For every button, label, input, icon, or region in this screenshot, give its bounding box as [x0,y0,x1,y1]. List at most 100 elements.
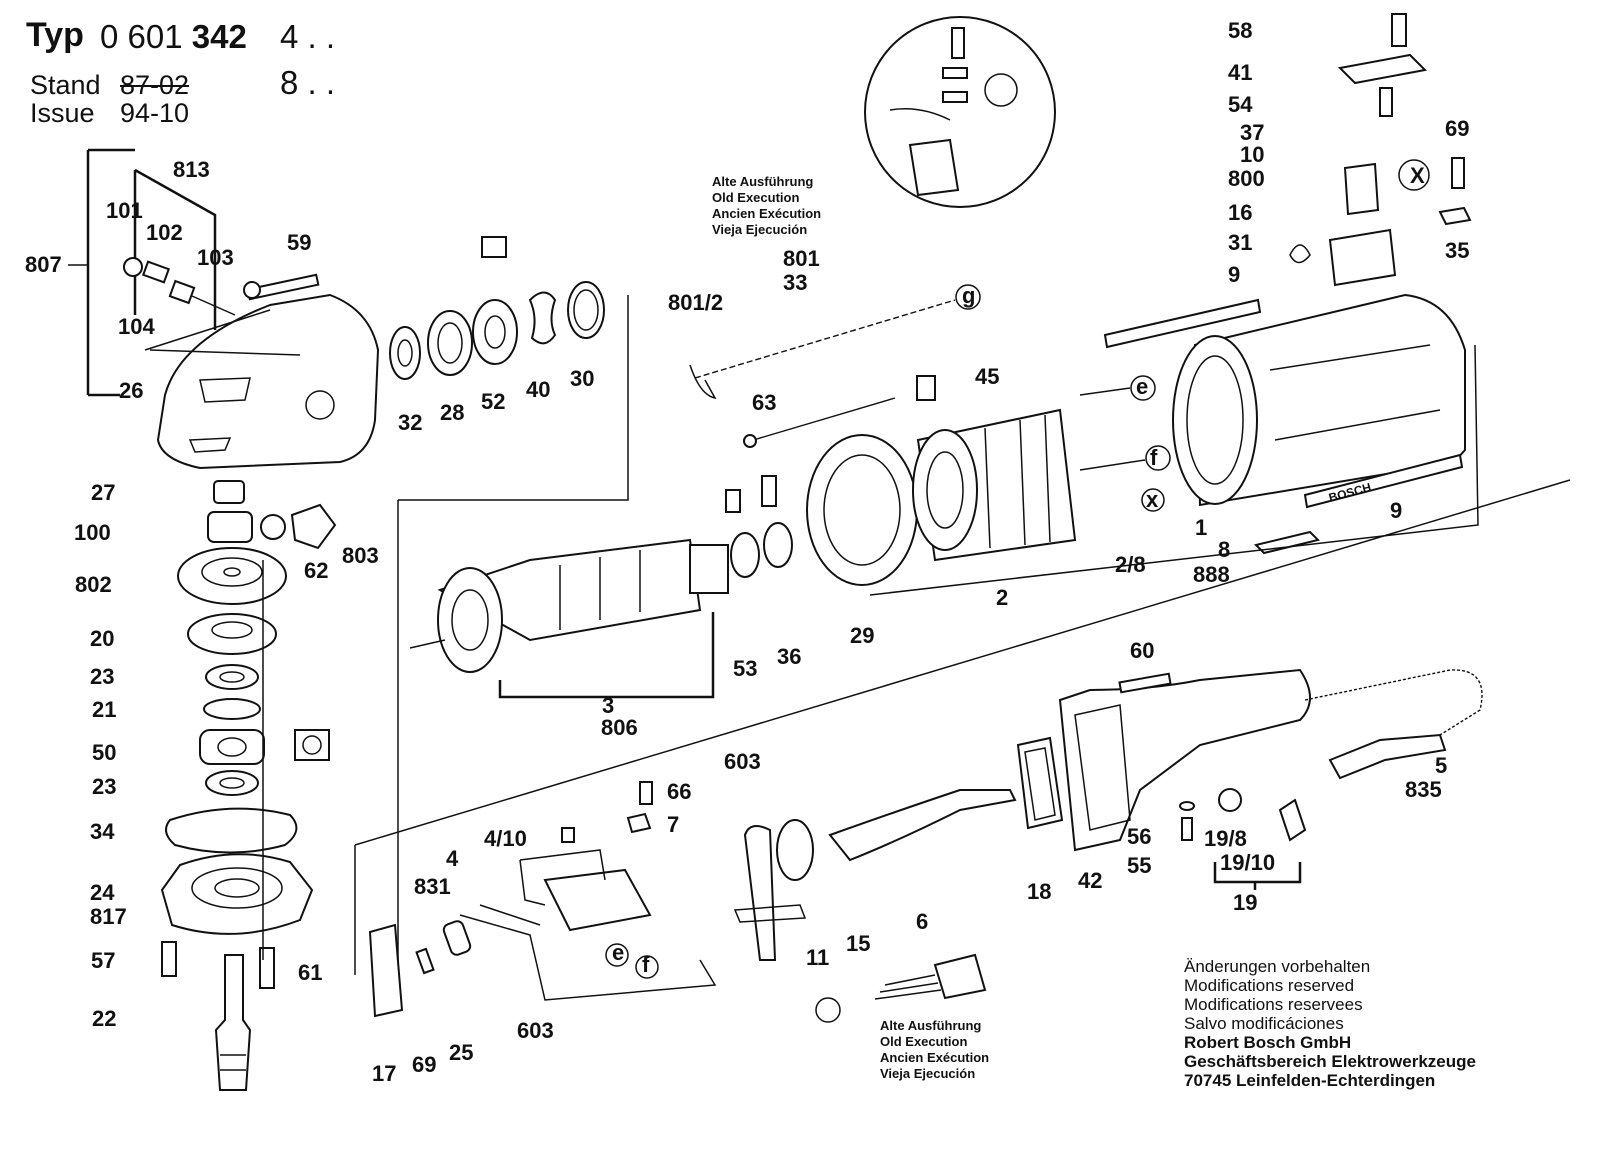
part-label-55: 55 [1127,853,1151,878]
part-label-28: 28 [440,400,464,425]
old-switch [933,953,987,1000]
part-label-7: 7 [667,812,679,837]
part-label-X: X [1410,163,1425,188]
part-17-plate [368,923,404,1018]
part-27-nut [213,480,245,504]
part-23-washer [205,664,259,690]
part-31-spring [1289,244,1311,264]
bracket-19 [1213,862,1302,890]
part-label-802: 802 [75,572,112,597]
part-label-4: 4 [446,846,459,871]
part-label-36: 36 [777,644,801,669]
type-number-bold: 342 [191,18,247,55]
part-34-gasket [165,807,298,854]
part-101-nut [123,257,143,277]
old-execution-note-top: Alte Ausführung Old Execution Ancien Exé… [712,174,821,238]
part-36-sleeve [763,522,793,568]
old-exec-en: Old Execution [712,190,800,205]
part-label-101: 101 [106,198,143,223]
company-name: Robert Bosch GmbH [1184,1033,1352,1052]
part-20-flange [187,613,277,655]
part-label-888: 888 [1193,562,1230,587]
armature-fan [437,567,503,673]
part-label-e: e [612,940,624,965]
stand-value: 87-02 [120,70,190,100]
part-41-plate [1337,53,1428,85]
part-label-102: 102 [146,220,183,245]
part-69-screw-bottom [415,947,435,975]
bracket-807 [86,148,135,397]
part-15-grommet [776,819,814,881]
part-66-screw [639,781,653,805]
part-801-2-clamp [689,364,717,400]
old-exec-fr: Ancien Exécution [880,1050,990,1065]
part-label-57: 57 [91,948,115,973]
part-label-42: 42 [1078,868,1102,893]
part-label-10: 10 [1240,142,1264,167]
motor-group: BOSCH [689,284,1479,596]
part-label-18: 18 [1027,879,1051,904]
part-4-switch [543,868,652,932]
part-35-clip [1438,206,1472,226]
part-label-26: 26 [119,378,143,403]
gear-head-group [68,148,380,1091]
part-45-clip [916,375,936,401]
ground-symbol [815,997,841,1023]
part-label-603: 603 [724,749,761,774]
part-56-washer [1179,801,1195,811]
part-60-screw [1118,672,1172,694]
type-number: 0 601 342 [100,18,247,56]
part-label-9: 9 [1228,262,1240,287]
old-execution-note-bottom: Alte Ausführung Old Execution Ancien Exé… [880,1018,989,1082]
issue-value: 94-10 [120,98,190,128]
part-label-27: 27 [91,480,115,505]
part-11-clamp [733,904,807,923]
part-label-22: 22 [92,1006,116,1031]
part-55-screw [1181,817,1193,841]
part-label-59: 59 [287,230,311,255]
part-label-33: 33 [783,270,807,295]
part-label-52: 52 [481,389,505,414]
part-label-11: 11 [806,945,829,970]
part-21-ring [203,698,261,720]
part-label-50: 50 [92,740,116,765]
part-label-5: 5 [1435,753,1447,778]
part-label-31: 31 [1228,230,1252,255]
part-57-screw [161,941,177,977]
part-label-35: 35 [1445,238,1469,263]
part-50-bearing [199,729,265,765]
part-label-2: 2 [996,585,1008,610]
part-label-25: 25 [449,1040,473,1065]
part-label-45: 45 [975,364,999,389]
part-label-103: 103 [197,245,234,270]
type-suffix-1: 4 . . [280,18,336,55]
part-69-screw [1451,157,1465,189]
part-803-pinion [290,503,337,550]
part-label-2-8: 2/8 [1115,552,1146,577]
part-label-23: 23 [90,664,114,689]
part-label-f: f [1150,445,1158,470]
part-label-37: 37 [1240,120,1264,145]
part-label-56: 56 [1127,824,1151,849]
part-label-100: 100 [74,520,111,545]
part-label-62: 62 [304,558,328,583]
part-label-20: 20 [90,626,114,651]
part-63-screw [743,434,757,448]
part-58-screw [1391,13,1407,47]
part-label-6: 6 [916,909,928,934]
part-835-cable [1304,669,1483,736]
handle-group [354,479,1571,1023]
part-28-sleeve [427,310,473,376]
old-exec-en: Old Execution [880,1034,968,1049]
old-exec-es: Vieja Ejecución [712,222,808,237]
part-22-spindle [214,954,252,1091]
part-label-69: 69 [412,1052,436,1077]
armature-group [389,236,918,1000]
stand-label: Stand [30,70,101,100]
part-label-806: 806 [601,715,638,740]
part-label-60: 60 [1130,638,1154,663]
brush-holder-group [864,13,1472,287]
part-label-53: 53 [733,656,757,681]
part-label-63: 63 [752,390,776,415]
modification-notice: Änderungen vorbehalten Modifications res… [1184,957,1476,1090]
